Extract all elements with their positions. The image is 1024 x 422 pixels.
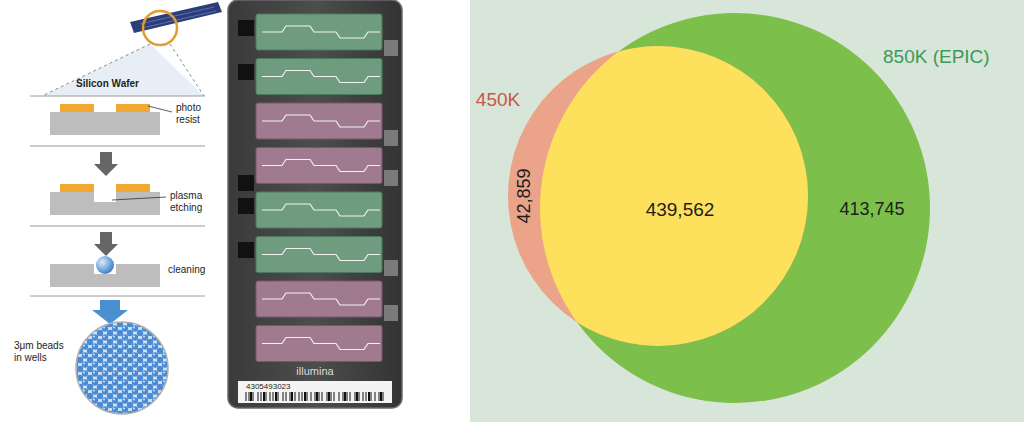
overlap-region: 439,562 [508,46,808,346]
wafer-process [30,2,222,414]
wafer-title: Silicon Wafer [76,78,139,90]
panel-ground [470,0,1024,422]
count-label: 439,562 [646,199,715,222]
step-label: plasma etching [170,190,216,214]
count-label: 413,745 [839,199,904,221]
beadchip [228,0,402,408]
k450-circle [508,46,808,346]
brand-logo: illumina [296,365,333,378]
barcode-number: 4305493023 [246,382,291,392]
step-label: cleaning [168,264,205,276]
overlap-region [508,46,808,346]
overlap-lens [508,46,808,346]
count-label: 42,859 [514,168,536,223]
step-label: photo resist [176,102,212,126]
set-label: 850K (EPIC) [883,46,990,69]
set-label: 450K [476,89,520,112]
bead-label: 3μm beads in wells [14,340,70,364]
set-circle: 450K42,859439,562 [508,46,808,346]
